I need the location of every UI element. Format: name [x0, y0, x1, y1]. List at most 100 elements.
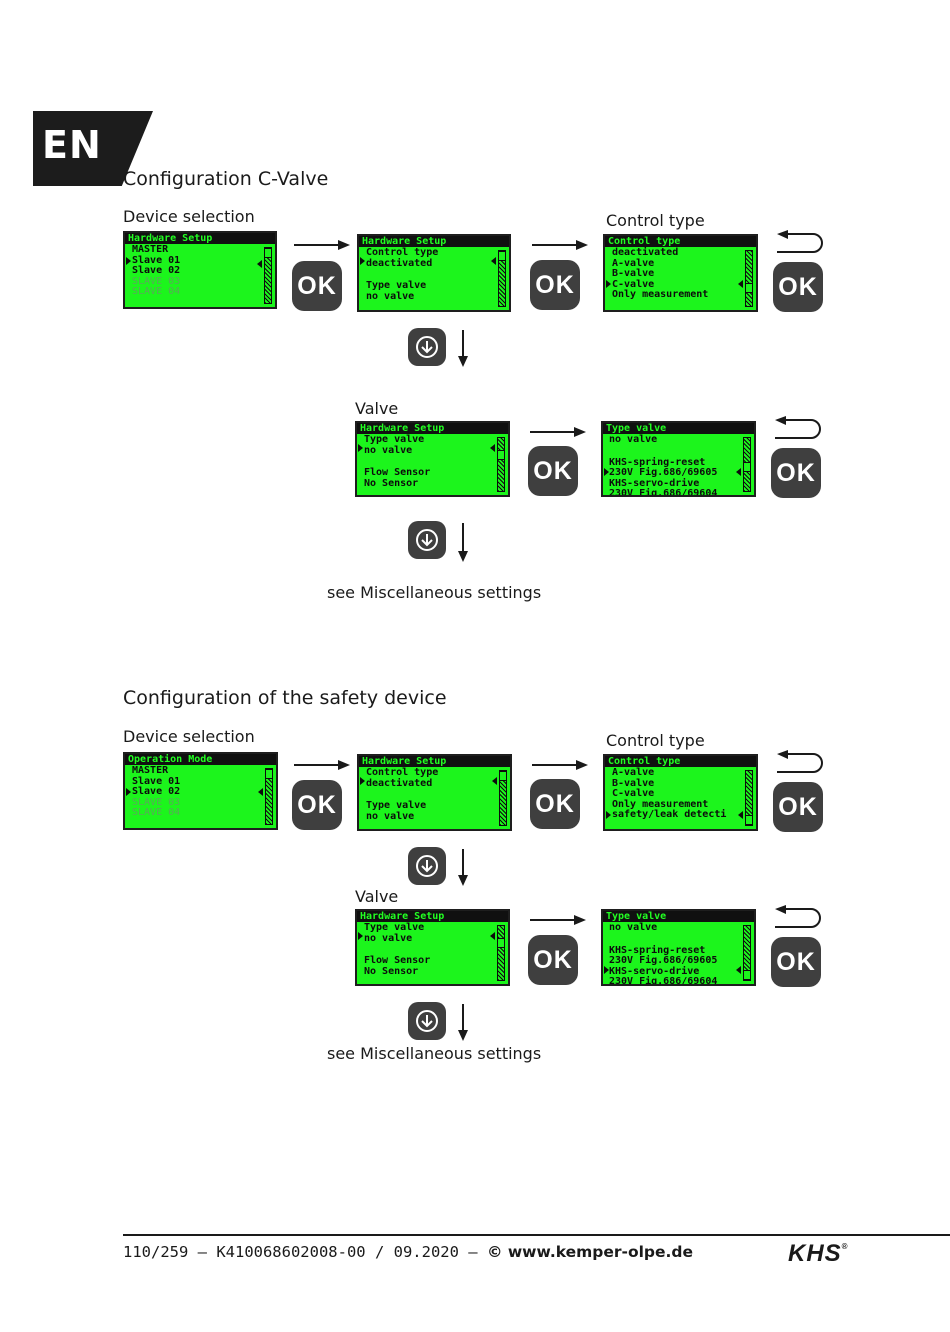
selection-cursor-icon — [358, 932, 363, 940]
selection-cursor-icon — [604, 966, 609, 974]
registered-mark: ® — [841, 1242, 849, 1251]
selection-arrow-icon — [736, 966, 741, 974]
lcd-header: Hardware Setup — [359, 236, 509, 247]
lcd-line: 230V Fig.686/69605 — [609, 955, 718, 966]
selection-arrow-icon — [257, 260, 262, 268]
website-link[interactable]: © www.kemper-olpe.de — [486, 1243, 694, 1261]
arrow-down-circle-icon — [416, 336, 438, 358]
down-button[interactable] — [408, 328, 446, 366]
lcd-line: Type valve — [366, 800, 427, 811]
lcd-line: Flow Sensor — [364, 467, 431, 478]
down-button[interactable] — [408, 847, 446, 885]
ok-button[interactable]: OK — [292, 780, 342, 830]
return-arrow-icon — [775, 905, 821, 928]
ok-button[interactable]: OK — [771, 937, 821, 987]
arrow-right-icon — [294, 240, 350, 250]
lcd-hardware-setup-control: Hardware Setup Control type deactivated … — [357, 234, 511, 312]
lcd-hardware-setup-valve: Hardware Setup Type valve no valve Flow … — [355, 909, 510, 986]
selection-cursor-icon — [360, 777, 365, 785]
lcd-line: No Sensor — [364, 965, 419, 977]
ok-button[interactable]: OK — [773, 782, 823, 832]
lcd-line: KHS-spring-reset — [609, 944, 706, 956]
lcd-line: Only measurement — [612, 798, 709, 810]
logo-text: KHS — [788, 1240, 842, 1267]
ok-button[interactable]: OK — [292, 261, 342, 311]
down-button[interactable] — [408, 1002, 446, 1040]
lcd-line: C-valve — [612, 278, 655, 290]
footer-divider — [123, 1234, 950, 1236]
lcd-scrollbar — [743, 437, 751, 492]
lcd-scrollbar — [745, 770, 753, 826]
ok-button[interactable]: OK — [773, 262, 823, 312]
lcd-line: MASTER — [132, 765, 169, 776]
lcd-header: Hardware Setup — [357, 423, 508, 434]
lcd-line: KHS-spring-reset — [609, 456, 706, 468]
lcd-device-selection: Hardware Setup MASTER Slave 01 Slave 02 … — [123, 231, 277, 309]
lcd-line: deactivated — [366, 257, 433, 269]
lcd-line: deactivated — [366, 777, 433, 789]
lcd-line: No Sensor — [364, 477, 419, 489]
lcd-line: KHS-servo-drive — [609, 477, 700, 489]
lcd-line: MASTER — [132, 244, 169, 255]
lcd-scrollbar — [497, 437, 505, 492]
down-button[interactable] — [408, 521, 446, 559]
arrow-down-circle-icon — [416, 529, 438, 551]
lcd-line: SLAVE 03 — [132, 275, 181, 287]
arrow-down-circle-icon — [416, 1010, 438, 1032]
ok-button[interactable]: OK — [528, 446, 578, 496]
selection-cursor-icon — [606, 811, 611, 819]
lcd-line: SLAVE 04 — [132, 807, 181, 818]
arrow-right-icon — [530, 915, 586, 925]
lcd-header: Hardware Setup — [357, 911, 508, 922]
lcd-line: no valve — [366, 810, 415, 822]
ok-button[interactable]: OK — [528, 935, 578, 985]
lcd-line: Only measurement — [612, 289, 709, 300]
lcd-line: no valve — [364, 444, 413, 456]
selection-arrow-icon — [738, 280, 743, 288]
selection-cursor-icon — [360, 257, 365, 265]
lcd-line: Slave 01 — [132, 254, 181, 266]
page-footer: 110/259 – K410068602008-00 / 09.2020 – ©… — [123, 1243, 693, 1261]
arrow-down-icon — [458, 330, 468, 367]
lcd-line: Slave 02 — [132, 786, 181, 797]
lcd-line: Type valve — [364, 922, 425, 933]
arrow-down-icon — [458, 849, 468, 886]
selection-arrow-icon — [491, 257, 496, 265]
lcd-scrollbar — [265, 768, 273, 825]
arrow-down-icon — [458, 1004, 468, 1041]
lcd-line: no valve — [609, 922, 658, 933]
lcd-line: Control type — [366, 767, 439, 778]
selection-arrow-icon — [738, 811, 743, 819]
selection-cursor-icon — [126, 257, 131, 265]
return-arrow-icon — [777, 750, 823, 773]
lcd-scrollbar — [264, 247, 272, 304]
lcd-line: Slave 02 — [132, 265, 181, 276]
lcd-line: no valve — [366, 290, 415, 302]
lcd-control-type: Control type deactivated A-valve B-valve… — [603, 234, 758, 312]
lcd-line: A-valve — [612, 257, 655, 269]
lcd-line: no valve — [364, 932, 413, 944]
lcd-hardware-setup-control: Hardware Setup Control type deactivated … — [357, 754, 512, 831]
see-misc-settings: see Miscellaneous settings — [327, 1044, 542, 1063]
return-arrow-icon — [775, 416, 821, 439]
lcd-scrollbar — [497, 925, 505, 981]
ok-button[interactable]: OK — [530, 779, 580, 829]
lcd-header: Hardware Setup — [125, 233, 275, 244]
valve-label: Valve — [355, 399, 399, 418]
ok-button[interactable]: OK — [771, 448, 821, 498]
valve-label: Valve — [355, 887, 399, 906]
lcd-line: safety/leak detecti — [612, 809, 727, 820]
selection-cursor-icon — [126, 788, 131, 796]
arrow-right-icon — [530, 427, 586, 437]
lcd-line: deactivated — [612, 247, 679, 258]
return-arrow-icon — [777, 230, 823, 253]
selection-cursor-icon — [606, 280, 611, 288]
arrow-down-circle-icon — [416, 855, 438, 877]
lcd-header: Control type — [605, 236, 756, 247]
language-tab: EN — [33, 111, 153, 186]
device-selection-label: Device selection — [123, 727, 255, 746]
lcd-header: Type valve — [603, 911, 754, 922]
ok-button[interactable]: OK — [530, 260, 580, 310]
lcd-line: Slave 01 — [132, 775, 181, 787]
arrow-right-icon — [532, 760, 588, 770]
